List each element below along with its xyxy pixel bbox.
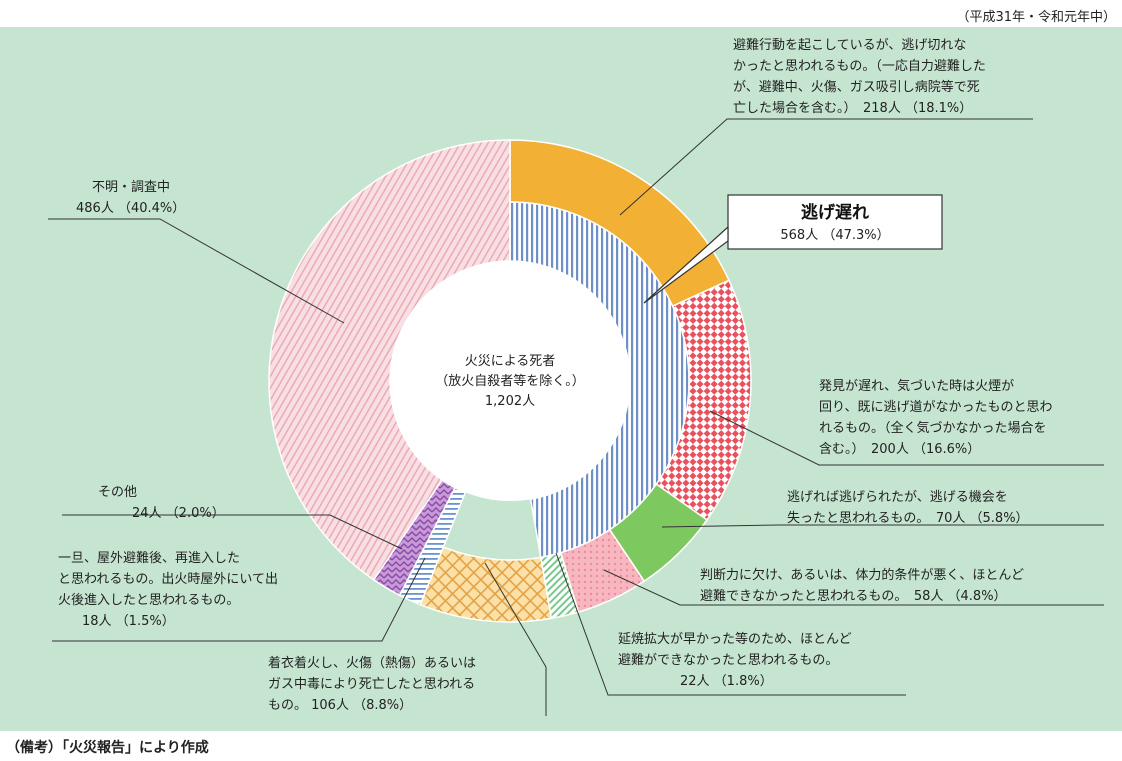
segment-label-1-line-2: かったと思われるもの。（一応自力避難した xyxy=(733,59,986,74)
segment-label-1-line-1: 避難行動を起こしているが、逃げ切れな xyxy=(733,38,966,53)
donut-hole xyxy=(390,261,630,501)
segment-label-4-line-1: 判断力に欠け、あるいは、体力的条件が悪く、ほとんど xyxy=(700,567,1024,583)
leader-line-8 xyxy=(62,514,403,550)
center-label-line-3: 1,202人 xyxy=(485,394,535,409)
center-label-line-1: 火災による死者 xyxy=(465,354,556,369)
leader-line-7 xyxy=(52,557,426,642)
segment-label-6-line-1: 着衣着火し、火傷（熱傷）あるいは xyxy=(268,655,476,671)
period-label: （平成31年・令和元年中） xyxy=(956,10,1116,25)
leader-line-4 xyxy=(603,569,1104,606)
segment-labels: 火災による死者 （放火自殺者等を除く。） 1,202人 避難行動を起こしているが、逃げ… xyxy=(58,38,1052,713)
outer-segment-6 xyxy=(419,546,553,623)
leader-line-6 xyxy=(484,562,547,716)
leader-line-2 xyxy=(709,410,1104,466)
segment-label-9-line-1: 不明・調査中 xyxy=(92,180,170,195)
segment-label-4-line-2: 避難できなかったと思われるもの。 58人 （4.8%） xyxy=(700,589,1007,604)
donut-chart: 火災による死者 （放火自殺者等を除く。） 1,202人 避難行動を起こしているが、逃げ… xyxy=(48,38,1104,716)
center-label-line-2: （放火自殺者等を除く。） xyxy=(435,373,585,389)
leader-lines xyxy=(48,118,1104,716)
segment-label-6-line-2: ガス中毒により死亡したと思われる xyxy=(268,677,475,692)
segment-label-5-line-3: 22人 （1.8%） xyxy=(680,674,773,689)
segment-label-7-line-2: と思われるもの。出火時屋外にいて出 xyxy=(58,572,278,587)
source-note: （備考）「火災報告」により作成 xyxy=(6,740,209,756)
chart-panel: 火災による死者 （放火自殺者等を除く。） 1,202人 避難行動を起こしているが、逃げ… xyxy=(0,27,1122,731)
leader-line-1 xyxy=(619,118,1033,216)
leader-line-9 xyxy=(48,218,345,324)
segment-label-1-line-4: 亡した場合を含む。） 218人 （18.1%） xyxy=(733,100,972,116)
escape-delay-callout-title: 逃げ遅れ xyxy=(801,202,869,223)
segment-label-3-line-2: 失ったと思われるもの。 70人 （5.8%） xyxy=(787,511,1029,526)
segment-label-5-line-1: 延焼拡大が早かった等のため、ほとんど xyxy=(618,631,852,647)
donut-segments xyxy=(268,139,752,623)
escape-delay-callout-pointer xyxy=(643,225,729,304)
segment-label-1-line-3: が、避難中、火傷、ガス吸引し病院等で死 xyxy=(733,79,980,95)
escape-delay-callout-box xyxy=(727,194,943,250)
segment-label-6-line-3: もの。 106人 （8.8%） xyxy=(268,698,412,713)
segment-label-7-line-3: 火後進入したと思われるもの。 xyxy=(58,593,239,608)
segment-label-2-line-4: 含む。） 200人 （16.6%） xyxy=(819,441,980,457)
segment-label-8-line-1: その他 xyxy=(98,485,137,500)
segment-label-7-line-4: 18人 （1.5%） xyxy=(82,614,175,629)
segment-label-5-line-2: 避難ができなかったと思われるもの。 xyxy=(618,653,838,668)
segment-label-9-line-2: 486人 （40.4%） xyxy=(76,201,185,216)
leader-line-3 xyxy=(661,524,1104,528)
segment-label-7-line-1: 一旦、屋外避難後、再進入した xyxy=(58,551,240,566)
leader-line-5 xyxy=(555,552,906,696)
segment-label-2-line-3: れるもの。（全く気づかなかった場合を xyxy=(819,420,1047,436)
escape-delay-callout-joint xyxy=(729,226,732,242)
escape-delay-callout-value: 568人 （47.3%） xyxy=(780,228,889,243)
segment-label-3-line-1: 逃げれば逃げられたが、逃げる機会を xyxy=(787,490,1008,505)
segment-label-2-line-1: 発見が遅れ、気づいた時は火煙が xyxy=(819,378,1014,394)
segment-label-8-line-2: 24人 （2.0%） xyxy=(132,506,225,521)
segment-label-2-line-2: 回り、既に逃げ道がなかったものと思わ xyxy=(819,400,1052,415)
